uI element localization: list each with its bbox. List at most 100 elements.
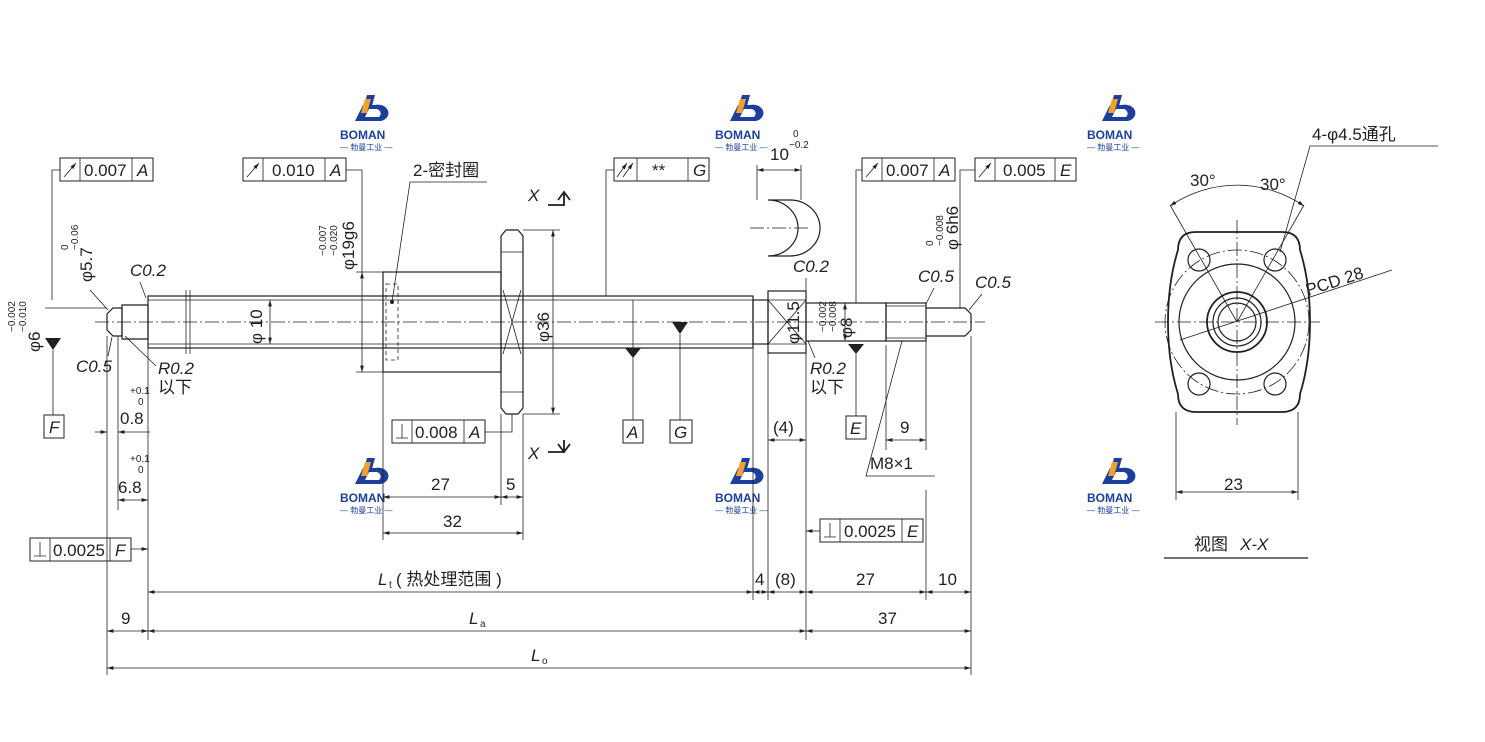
brand-subtitle: — 勃曼工业 — <box>715 142 767 152</box>
svg-text:A: A <box>136 161 148 180</box>
section-caption-name: X-X <box>1239 535 1269 554</box>
svg-text:−0.002: −0.002 <box>818 301 829 332</box>
dim-08: 0.8 <box>120 409 144 428</box>
svg-text:0.008: 0.008 <box>415 423 458 442</box>
svg-text:φ6: φ6 <box>25 332 44 352</box>
svg-text:G: G <box>693 161 706 180</box>
flange-outline <box>1167 231 1311 413</box>
svg-text:+0.1: +0.1 <box>130 386 150 397</box>
svg-text:0.007: 0.007 <box>886 161 929 180</box>
svg-text:t: t <box>389 580 392 591</box>
svg-text:+0.1: +0.1 <box>130 454 150 465</box>
svg-text:0.0025: 0.0025 <box>53 541 105 560</box>
label-below-left: 以下 <box>158 378 192 397</box>
svg-text:−0.008: −0.008 <box>935 215 946 246</box>
svg-text:0.0025: 0.0025 <box>844 522 896 541</box>
thread-m8 <box>885 302 927 342</box>
svg-text:A: A <box>626 423 638 442</box>
dim-phi6: φ6 −0.002 −0.010 <box>7 301 106 352</box>
dim-8-paren: (8) <box>775 570 796 589</box>
label-c02-right: C0.2 <box>793 257 829 276</box>
dim-lt-note: ( 热处理范围 ) <box>396 570 502 589</box>
brand-name: BOMAN <box>340 491 385 505</box>
svg-text:E: E <box>907 522 919 541</box>
fcf-perp-flange: 0.008 A <box>391 414 513 444</box>
brand-logo: BOMAN — 勃曼工业 — <box>1087 458 1139 515</box>
datum-e: E <box>845 344 867 440</box>
brand-subtitle: — 勃曼工业 — <box>715 505 767 515</box>
section-mark-top: X <box>527 186 571 206</box>
dim-5: 5 <box>506 475 515 494</box>
svg-text:−0.010: −0.010 <box>18 301 29 332</box>
label-c05-left: C0.5 <box>76 357 112 376</box>
label-below-right: 以下 <box>810 378 844 397</box>
dim-phi19: φ19g6 −0.007 −0.020 <box>318 221 383 373</box>
dim-phi6h6: φ 6h6 <box>943 206 962 250</box>
svg-text:φ19g6: φ19g6 <box>339 221 358 270</box>
svg-text:−0.008: −0.008 <box>828 301 839 332</box>
fcf-perp-right: 0.0025 E <box>806 518 924 543</box>
svg-text:0.007: 0.007 <box>84 161 127 180</box>
svg-text:A: A <box>938 161 950 180</box>
fcf-runout-mid: 0.010 A <box>242 157 363 272</box>
boman-logo-icon <box>1102 458 1136 484</box>
dim-phi10: φ 10 <box>247 309 266 344</box>
brand-name: BOMAN <box>715 128 760 142</box>
dim-lt: L <box>378 570 387 589</box>
datum-f: F <box>43 338 65 439</box>
svg-text:o: o <box>542 656 548 667</box>
bolt-hole-icon <box>1263 248 1287 272</box>
brand-subtitle: — 勃曼工业 — <box>1087 142 1139 152</box>
svg-text:0: 0 <box>793 129 799 140</box>
dim-10-right: 10 <box>938 570 957 589</box>
datum-a: A <box>622 300 644 444</box>
brand-name: BOMAN <box>1087 128 1132 142</box>
dim-23: 23 <box>1224 475 1243 494</box>
brand-logo: BOMAN — 勃曼工业 — <box>1087 95 1139 152</box>
brand-logo: BOMAN — 勃曼工业 — <box>715 95 767 152</box>
fcf-runout-right-a: 0.007 A <box>855 157 956 303</box>
dim-27-left: 27 <box>431 475 450 494</box>
brand-name: BOMAN <box>715 491 760 505</box>
boman-logo-icon <box>730 458 764 484</box>
nut-flange <box>500 229 524 415</box>
dim-32: 32 <box>443 512 462 531</box>
brand-name: BOMAN <box>340 128 385 142</box>
section-caption: 视图 <box>1194 535 1228 554</box>
bolt-hole-icon <box>1187 372 1211 396</box>
boman-logo-icon <box>730 95 764 121</box>
fcf-runout-left: 0.007 A <box>51 157 154 300</box>
boman-logo-icon <box>1102 95 1136 121</box>
bolt-hole-icon <box>1263 372 1287 396</box>
dim-4: 4 <box>755 570 764 589</box>
svg-text:X: X <box>527 186 540 205</box>
svg-text:G: G <box>674 423 687 442</box>
boman-logo-icon <box>355 95 389 121</box>
boman-logo-icon <box>355 458 389 484</box>
fcf-runout-nut: ** G <box>605 157 710 296</box>
svg-text:0: 0 <box>138 397 144 408</box>
svg-text:−0.020: −0.020 <box>329 225 340 256</box>
dim-phi57: φ5.7 0 −0.06 <box>60 224 109 311</box>
dim-37: 37 <box>878 609 897 628</box>
svg-text:φ36: φ36 <box>534 312 553 342</box>
dim-phi8: φ8 <box>837 318 856 338</box>
label-c05-right-b: C0.5 <box>975 273 1011 292</box>
d-cut-sketch: 10 0 −0.2 <box>750 129 821 257</box>
svg-text:0: 0 <box>60 244 71 250</box>
label-holes: 4-φ4.5通孔 <box>1312 125 1396 144</box>
bolt-hole-icon <box>1187 248 1211 272</box>
svg-text:0.005: 0.005 <box>1003 161 1046 180</box>
section-view-xx: 30° 30° 4-φ4.5通孔 PCD 28 23 视图 X-X <box>1155 125 1438 559</box>
label-c02-left: C0.2 <box>130 261 166 280</box>
svg-text:0.010: 0.010 <box>272 161 315 180</box>
brand-name: BOMAN <box>1087 491 1132 505</box>
angle-right: 30° <box>1260 175 1286 194</box>
brand-subtitle: — 勃曼工业 — <box>340 505 392 515</box>
svg-text:F: F <box>115 541 127 560</box>
label-seal: 2-密封圈 <box>413 161 479 180</box>
dim-4-paren: (4) <box>773 418 794 437</box>
dim-27-right: 27 <box>856 570 875 589</box>
